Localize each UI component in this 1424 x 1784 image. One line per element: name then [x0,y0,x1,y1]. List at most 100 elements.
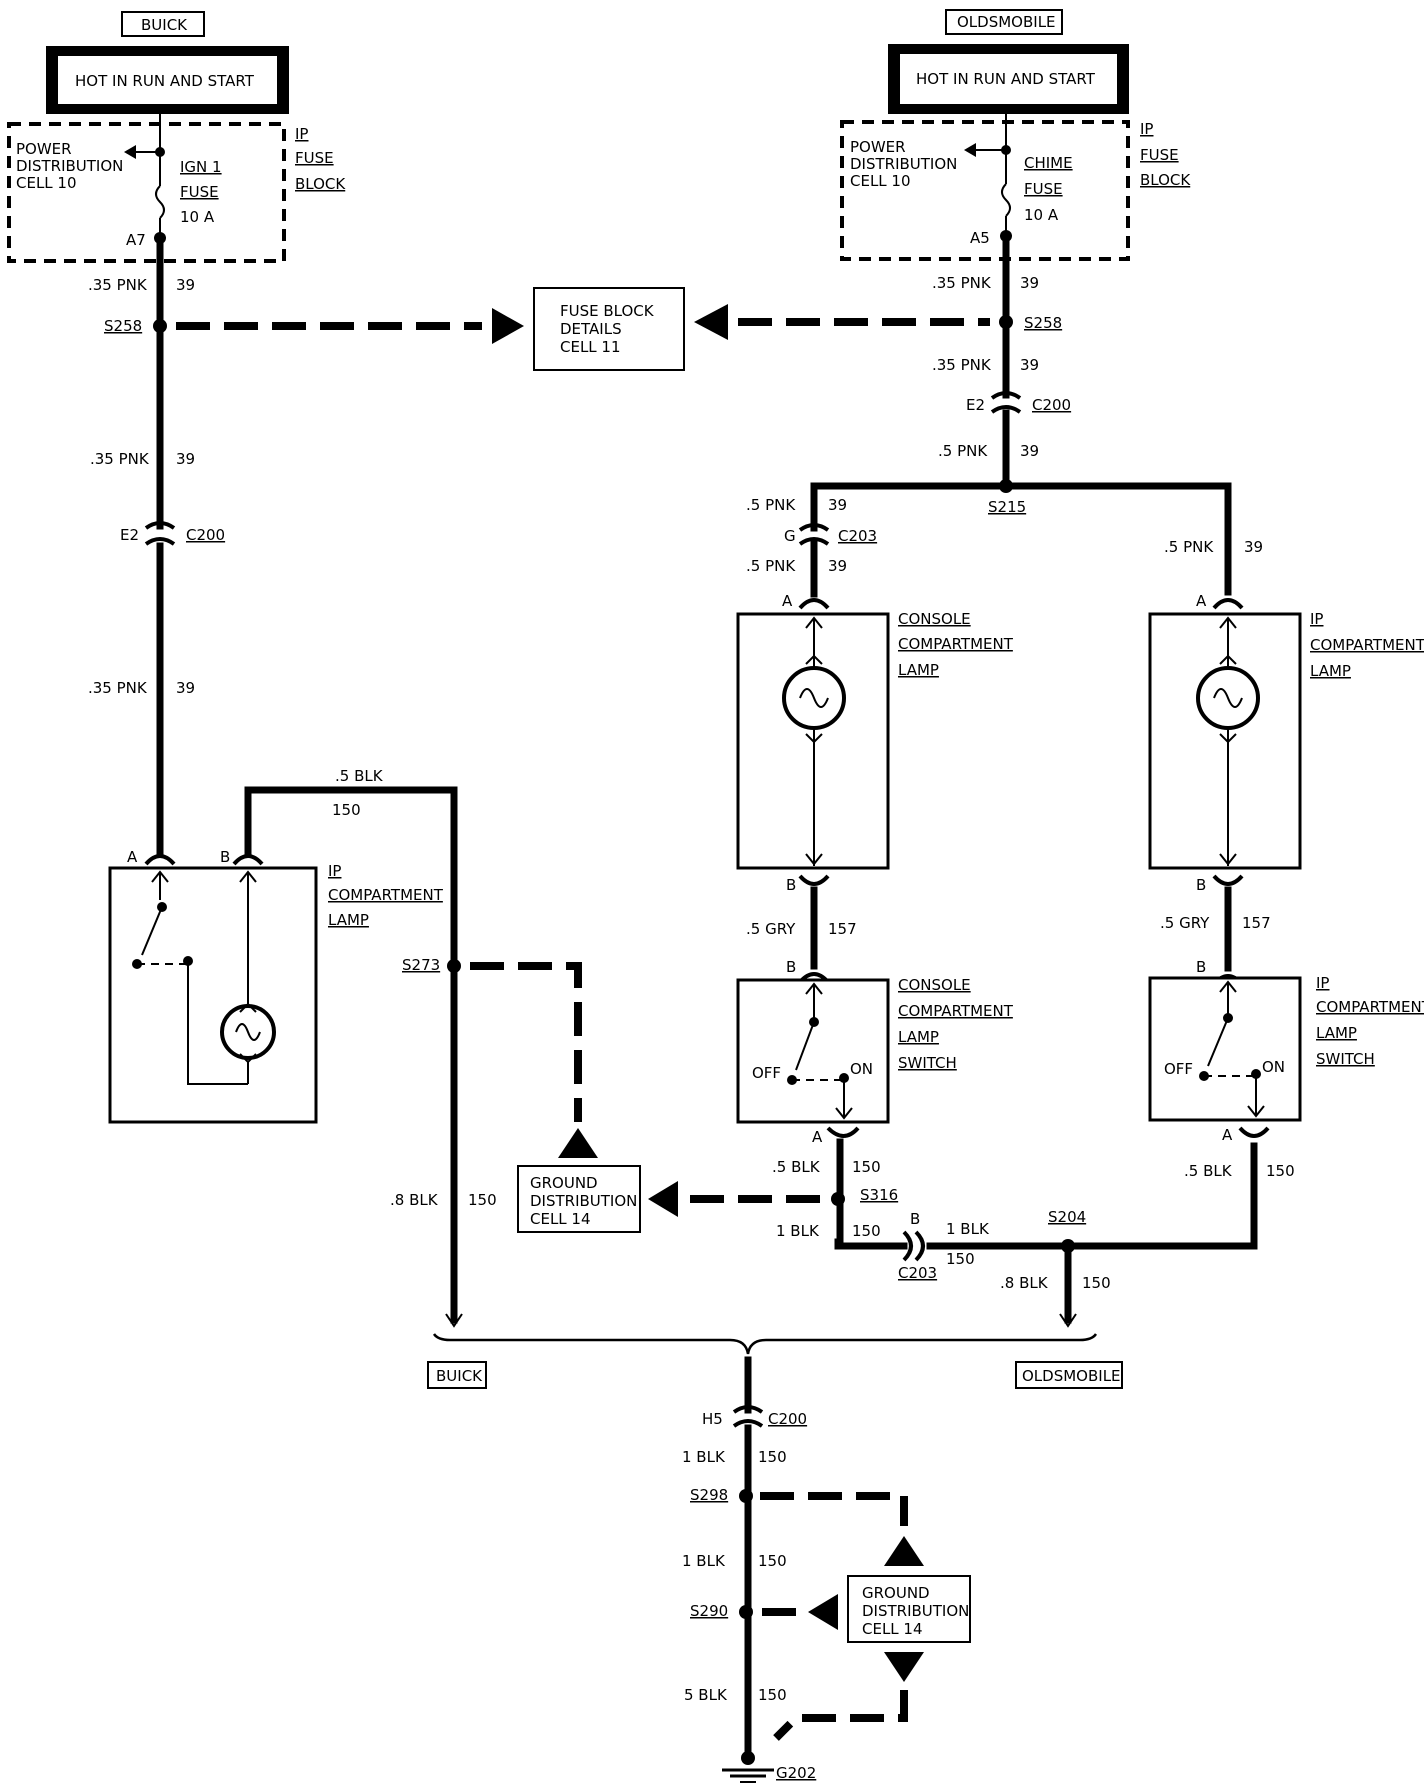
gd2-down-arrow-icon [884,1652,924,1682]
s258-right-label: S258 [1024,314,1062,332]
ipc-l-3: LAMP [328,911,369,929]
w-l1: .35 PNK [88,276,148,294]
ip-compartment-lamp-buick [108,866,318,1124]
g202-label: G202 [776,1764,816,1782]
fuse-right-arrow-icon [964,143,976,157]
ipl-1: IP [1310,610,1323,628]
olds-tag-bottom [1015,1361,1123,1389]
buick-tag-top [121,11,205,37]
pd-left-3: CELL 10 [16,174,77,192]
gd1-left-arrow-icon [648,1181,678,1217]
ccs-blade [795,1021,815,1071]
n150-top: 150 [332,801,361,819]
ccs-2: COMPARTMENT [898,1002,1014,1020]
w-gry-rn: 157 [1242,914,1271,932]
w-r1n: 39 [1020,274,1039,292]
s298-label: S298 [690,1486,728,1504]
s273-label: S273 [402,956,440,974]
ips-blade [1207,1017,1229,1067]
ips-2: COMPARTMENT [1316,998,1424,1016]
ips-1: IP [1316,974,1329,992]
fbd-1: FUSE BLOCK [560,302,655,320]
pin-b-cc2: B [786,958,796,976]
olds-end-arrow-icon [1059,1313,1077,1328]
s258-left-splice [153,319,167,333]
s215-branch-wire [810,482,1232,596]
a7-label: A7 [126,231,146,249]
ipfb-right-1: IP [1140,120,1153,138]
ground-distribution-box-2 [847,1575,971,1643]
pin-a-ip-connector [1212,598,1244,610]
w-1blk-b: 1 BLK [946,1220,990,1238]
pd-right-3: CELL 10 [850,172,911,190]
s215-label: S215 [988,498,1026,516]
fbd-2: DETAILS [560,320,622,338]
ipl-bulb-arrow-top [1219,654,1237,665]
c200-right-connector-upper [990,391,1022,400]
w-r2n: 39 [1020,356,1039,374]
ccl-3: LAMP [898,661,939,679]
w-b2: 1 BLK [682,1552,726,1570]
fuse-right-3: 10 A [1024,206,1059,224]
ccs-3: LAMP [898,1028,939,1046]
fuse-right-2: FUSE [1024,180,1063,198]
ipc-l-bulb-arrow-top [239,1002,257,1013]
fbd-3: CELL 11 [560,338,621,356]
ips-up-arrow-icon [1219,980,1237,993]
ipc-l-filament-icon [235,1023,261,1041]
w-1blk-an: 150 [852,1222,881,1240]
h5: H5 [702,1410,723,1428]
off-right: OFF [1164,1060,1193,1078]
ip-compartment-lamp-switch [1148,976,1302,1122]
s258-left-label: S258 [104,317,142,335]
s298-dashed-ref [760,1492,908,1526]
hot-label-left: HOT IN RUN AND START [75,72,255,90]
ipl-down-arrow-icon [1219,853,1237,866]
w-l4: .8 BLK [390,1191,439,1209]
c203-top-connector-lower [798,537,830,546]
olds-tag-top [945,9,1063,35]
olds-tag-top-label: OLDSMOBILE [957,13,1056,31]
buick-tag-bottom [427,1361,487,1389]
pin-a-ips-connector [1238,1126,1270,1138]
s215-splice [999,479,1013,493]
g202-dashed-ref [773,1690,908,1741]
fbd-left-arrow-icon [492,308,524,344]
ipc-l-1: IP [328,862,341,880]
gd2-up-arrow-icon [884,1536,924,1566]
c200-bot-connector-upper [732,1405,764,1414]
w-gry-ln: 157 [828,920,857,938]
gd1-1: GROUND [530,1174,598,1192]
ccs-1: CONSOLE [898,976,971,994]
ccl-filament-icon [799,688,829,708]
w-l2n: 39 [176,450,195,468]
c203-top-connector-upper [798,523,830,532]
ccl-down-arrow-icon [805,853,823,866]
fuse-left-2: FUSE [180,183,219,201]
ips-3: LAMP [1316,1024,1357,1042]
w-r6n: 39 [1244,538,1263,556]
s298-splice [739,1489,753,1503]
buick-end-arrow-icon [445,1313,463,1328]
c200-bot: C200 [768,1410,807,1428]
c203-top: C203 [838,527,877,545]
fbd-right-arrow-icon [694,304,728,340]
c203-bot: C203 [898,1264,937,1282]
fuse-left-symbol-icon [155,185,165,219]
c203-bot-connector-left [902,1230,913,1262]
w-l4n: 150 [468,1191,497,1209]
pin-b-left-connector [232,854,264,866]
pin-b-ip2: B [1196,958,1206,976]
off-left: OFF [752,1064,781,1082]
hot-box-right-inner [900,54,1117,104]
s273-dashed-ref [470,962,582,1122]
s290-label: S290 [690,1602,728,1620]
ipc-l-up-arrow-icon [151,870,169,883]
ipfb-right-3: BLOCK [1140,171,1191,189]
ccs-4: SWITCH [898,1054,957,1072]
ipc-l-internal-return [187,961,248,1085]
w-gry-r: .5 GRY [1160,914,1210,932]
blk5-top: .5 BLK [335,767,384,785]
w-8blk-r: .8 BLK [1000,1274,1049,1292]
pin-a-left-connector [144,854,176,866]
